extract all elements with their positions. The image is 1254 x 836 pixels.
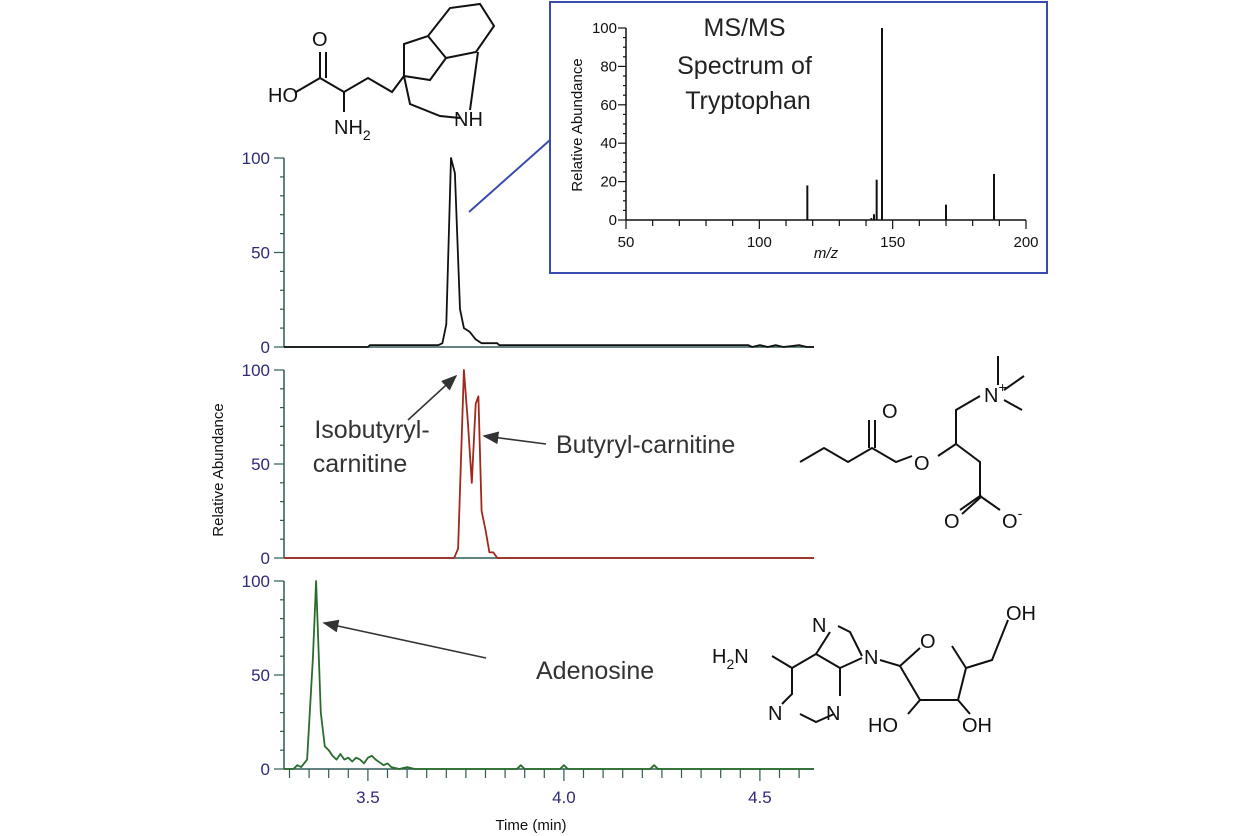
trp-o: O: [312, 29, 328, 51]
inset-x-tick-label: 100: [747, 234, 772, 251]
y-axis-title: Relative Abundance: [210, 403, 227, 536]
carnitine-o-carbonyl: O: [882, 401, 898, 423]
x-tick-label: 4.5: [748, 788, 772, 807]
inset-x-axis-title: m/z: [814, 245, 839, 262]
inset-frame: [549, 1, 1048, 274]
inset-y-tick-label: 0: [609, 212, 617, 229]
butyryl-arrow: [482, 431, 547, 445]
chromatogram-panel-3: 0 50 100 3.5 4.0 4.5: [242, 572, 814, 807]
carnitine-o-acid: O: [944, 511, 960, 533]
adenosine-arrow: [322, 619, 487, 659]
y-tick-label: 100: [242, 361, 270, 380]
inset-y-tick-label: 20: [600, 174, 617, 191]
inset-y-axis-title: Relative Abundance: [569, 58, 586, 191]
inset-title-line-3: Tryptophan: [685, 87, 811, 115]
y-tick-label: 100: [242, 149, 270, 168]
y-tick-label: 0: [261, 549, 270, 568]
trp-nh2: NH2: [334, 117, 371, 143]
trp-ho: HO: [268, 85, 298, 107]
inset-y-tick-label: 40: [600, 135, 617, 152]
carnitine-o-minus: O-: [1002, 505, 1023, 533]
chromatogram-trace: [284, 369, 814, 559]
isobutyryl-label-2: carnitine: [313, 450, 408, 478]
trp-nh: NH: [454, 109, 483, 131]
inset-y-tick-label: 60: [600, 97, 617, 114]
ade-oh3: OH: [962, 715, 992, 737]
inset-x-tick-label: 200: [1013, 234, 1038, 251]
adenosine-structure: H2N N N N N O OH HO OH: [712, 603, 1036, 737]
ade-n1: N: [768, 703, 782, 725]
inset-title-line-2: Spectrum of: [677, 52, 812, 80]
y-tick-label: 100: [242, 572, 270, 591]
chromatogram-trace: [284, 580, 814, 770]
inset-title-line-1: MS/MS: [704, 14, 786, 42]
ade-ho2: HO: [868, 715, 898, 737]
inset-y-tick-label: 80: [600, 58, 617, 75]
y-tick-label: 0: [261, 338, 270, 357]
butyryl-label: Butyryl-carnitine: [556, 431, 735, 459]
ade-o-ring: O: [920, 631, 936, 653]
y-tick-label: 50: [251, 455, 270, 474]
x-tick-label: 4.0: [552, 788, 576, 807]
x-axis-title: Time (min): [495, 817, 566, 834]
chromatogram-panel-2: 0 50 100: [242, 361, 814, 568]
msms-inset: 0 20 40 60 80 100 50 100 150 200 MS/MS Spectrum o…: [549, 1, 1048, 274]
isobutyryl-arrow: [407, 374, 458, 421]
carnitine-n: N+: [984, 379, 1007, 407]
chromatogram-trace: [284, 157, 814, 348]
ade-oh5: OH: [1006, 603, 1036, 625]
butyrylcarnitine-structure: O O N+ O O-: [799, 356, 1025, 533]
isobutyryl-label: Isobutyryl-: [314, 416, 429, 444]
ade-n3: N: [826, 703, 840, 725]
inset-y-tick-label: 100: [592, 20, 617, 37]
x-tick-label: 3.5: [356, 788, 380, 807]
y-tick-label: 0: [261, 760, 270, 779]
adenosine-label: Adenosine: [536, 657, 654, 685]
ade-n7: N: [812, 615, 826, 637]
tryptophan-structure: HO O NH2 NH: [268, 2, 496, 143]
ade-h2n: H2N: [712, 646, 749, 672]
carnitine-o-ester: O: [914, 453, 930, 475]
inset-x-tick-label: 150: [880, 234, 905, 251]
inset-x-tick-label: 50: [618, 234, 635, 251]
annotations: Isobutyryl- carnitine Butyryl-carnitine …: [313, 374, 735, 685]
msms-spectrum: 0 20 40 60 80 100 50 100 150 200: [592, 20, 1039, 251]
ade-n9: N: [864, 647, 878, 669]
y-tick-label: 50: [251, 666, 270, 685]
inset-connector-line: [468, 139, 551, 213]
y-tick-label: 50: [251, 244, 270, 263]
inset-title: MS/MS Spectrum of Tryptophan: [677, 14, 819, 115]
